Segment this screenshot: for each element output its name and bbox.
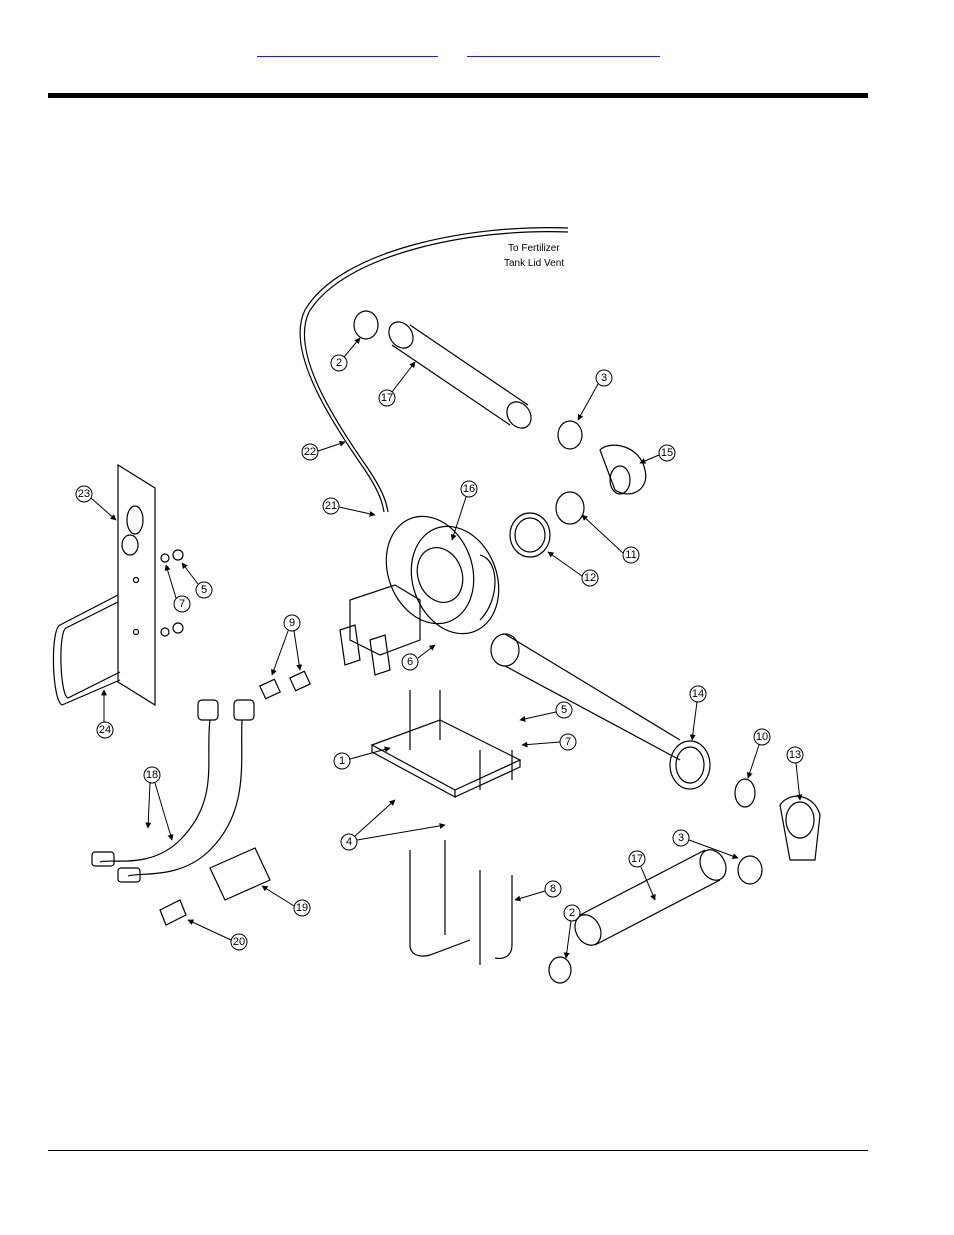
drawing-lines xyxy=(53,228,820,983)
callout-label: 2 xyxy=(569,907,575,919)
note-line-1: To Fertilizer xyxy=(508,243,560,254)
callout-4 xyxy=(341,800,445,850)
bracket-23 xyxy=(118,465,155,705)
callout-label: 16 xyxy=(463,483,475,495)
hoses-18 xyxy=(100,720,210,862)
callout-label: 18 xyxy=(146,769,158,781)
callout-label: 5 xyxy=(201,584,207,596)
callout-label: 11 xyxy=(625,549,636,561)
coupler-19 xyxy=(210,848,270,900)
callouts xyxy=(76,338,803,958)
callout-label: 7 xyxy=(179,598,185,610)
callout-label: 24 xyxy=(99,724,111,736)
callout-label: 5 xyxy=(561,704,567,716)
callout-label: 17 xyxy=(631,853,643,865)
callout-label: 7 xyxy=(565,736,571,748)
callout-label: 9 xyxy=(289,617,295,629)
vent-tube xyxy=(300,228,568,512)
hose-top xyxy=(384,317,536,433)
note-line-2: Tank Lid Vent xyxy=(504,258,564,269)
callout-label: 22 xyxy=(304,446,316,458)
callout-label: 14 xyxy=(692,688,704,700)
callout-label: 2 xyxy=(336,357,342,369)
callout-label: 3 xyxy=(678,832,684,844)
callout-label: 21 xyxy=(325,500,337,512)
callout-label: 4 xyxy=(346,836,352,848)
pump-body xyxy=(372,504,514,646)
callout-label: 12 xyxy=(584,572,596,584)
clamp-3-top xyxy=(558,421,582,449)
callout-5-top xyxy=(182,563,212,598)
callout-label: 1 xyxy=(339,755,345,767)
clamp-top xyxy=(354,311,378,339)
callout-label: 10 xyxy=(756,731,768,743)
callout-label: 19 xyxy=(296,902,308,914)
callout-labels: 1 2 2 3 3 4 5 5 6 7 7 8 9 10 11 12 13 14… xyxy=(78,357,801,948)
callout-label: 20 xyxy=(233,936,245,948)
callout-9 xyxy=(272,615,300,675)
callout-label: 13 xyxy=(789,749,801,761)
elbow-15 xyxy=(600,445,646,494)
callout-label: 23 xyxy=(78,488,90,500)
callout-label: 8 xyxy=(550,883,556,895)
callout-label: 6 xyxy=(407,656,413,668)
callout-label: 15 xyxy=(661,447,673,459)
callout-label: 17 xyxy=(381,392,393,404)
mount-plate xyxy=(372,720,520,790)
callout-label: 3 xyxy=(601,372,607,384)
